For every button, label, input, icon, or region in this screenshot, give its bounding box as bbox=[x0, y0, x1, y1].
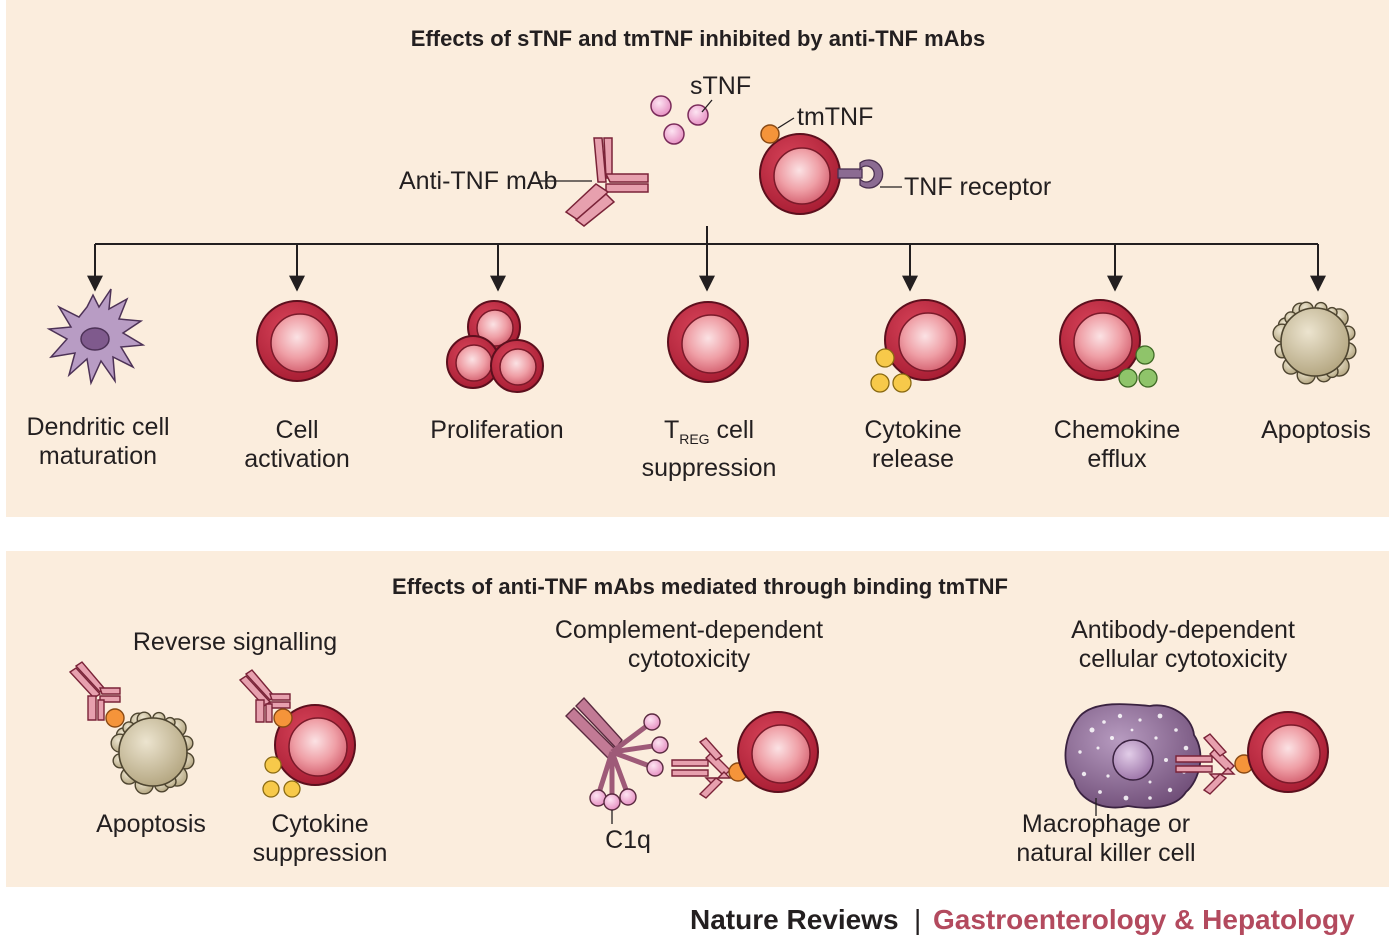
effect-label-line: maturation bbox=[38, 442, 158, 470]
chemokine bbox=[1135, 345, 1155, 365]
effect-label-line: Chemokine bbox=[1053, 416, 1181, 444]
footer-journal-family: Nature Reviews bbox=[690, 904, 899, 935]
treg-rest: cell bbox=[709, 416, 755, 444]
effect-label-line: activation bbox=[244, 445, 350, 473]
antibody-label: Anti-TNF mAb bbox=[399, 167, 558, 195]
effect-label-activation: Cell activation bbox=[244, 416, 350, 474]
apoptotic-body bbox=[1280, 307, 1350, 377]
effect-label-line: TREG cell bbox=[642, 416, 777, 454]
cytokine-suppression-cell bbox=[262, 704, 356, 798]
effect-label-line: suppression bbox=[641, 454, 777, 482]
chemokine-cell bbox=[1059, 299, 1158, 388]
top-panel bbox=[6, 0, 1389, 517]
label-line: Complement-dependent bbox=[554, 616, 824, 644]
reverse-antibody-2 bbox=[238, 669, 291, 723]
cytokine bbox=[262, 780, 280, 798]
cdc-antibody bbox=[671, 737, 732, 799]
tnf-receptor bbox=[837, 159, 884, 189]
effect-label-line: Apoptosis bbox=[1261, 416, 1371, 444]
adcc-heading: Antibody-dependent cellular cytotoxicity bbox=[1071, 616, 1295, 674]
receptor-label: TNF receptor bbox=[904, 173, 1052, 201]
c1q-label: C1q bbox=[605, 826, 651, 854]
effect-arrows bbox=[87, 244, 1326, 292]
apoptotic-body bbox=[118, 717, 188, 787]
footer-separator: | bbox=[914, 904, 922, 935]
cdc-target-cell bbox=[737, 711, 819, 793]
apoptotic-cell bbox=[1272, 301, 1357, 385]
cytokine-releasing-cell bbox=[870, 299, 966, 393]
cdc-heading: Complement-dependent cytotoxicity bbox=[555, 616, 823, 674]
tmtnf-label: tmTNF bbox=[797, 103, 874, 131]
treg-t: T bbox=[663, 416, 680, 444]
branch-arrows bbox=[95, 226, 1318, 245]
stnf-molecule bbox=[663, 123, 685, 145]
tmtnf-molecule bbox=[105, 708, 125, 728]
effect-label-line: efflux bbox=[1087, 445, 1147, 473]
effect-label-line: Cytokine bbox=[864, 416, 962, 444]
reverse-apoptosis-label: Apoptosis bbox=[96, 810, 206, 838]
cytokine bbox=[264, 756, 282, 774]
apoptotic-cell-reverse bbox=[110, 711, 195, 795]
reverse-antibody-1 bbox=[68, 661, 121, 721]
effect-label-dendritic: Dendritic cell maturation bbox=[26, 413, 169, 471]
effect-label-cytokine: Cytokine release bbox=[864, 416, 961, 474]
stnf-molecule bbox=[650, 95, 672, 117]
tmtnf-molecule bbox=[273, 708, 293, 728]
top-panel-title: Effects of sTNF and tmTNF inhibited by a… bbox=[410, 26, 986, 51]
cytokine bbox=[870, 373, 890, 393]
proliferating-cells bbox=[446, 300, 544, 393]
label-line: cytotoxicity bbox=[627, 645, 751, 673]
tmtnf-cell bbox=[759, 117, 902, 215]
effect-label-line: release bbox=[871, 445, 954, 473]
adcc-antibody bbox=[1175, 733, 1236, 795]
effector-cell-label: Macrophage or natural killer cell bbox=[1016, 810, 1195, 868]
effect-label-line: Cell bbox=[275, 416, 319, 444]
anti-tnf-antibody bbox=[540, 137, 649, 227]
tmtnf-molecule bbox=[760, 124, 780, 144]
stnf-molecules bbox=[650, 95, 713, 145]
chemokine bbox=[1118, 368, 1138, 388]
treg-subscript: REG bbox=[679, 431, 710, 447]
reverse-cytokine-label: Cytokine suppression bbox=[253, 810, 388, 868]
cytokine bbox=[283, 780, 301, 798]
label-line: suppression bbox=[252, 839, 388, 867]
reverse-signalling-heading: Reverse signalling bbox=[132, 628, 338, 656]
effect-label-line: Proliferation bbox=[430, 416, 564, 444]
chemokine bbox=[1138, 368, 1158, 388]
label-line: cellular cytotoxicity bbox=[1078, 645, 1288, 673]
label-line: Cytokine bbox=[271, 810, 369, 838]
c1q-complex bbox=[565, 696, 669, 811]
cytokine bbox=[875, 348, 895, 368]
stnf-label: sTNF bbox=[690, 72, 752, 100]
label-line: Macrophage or bbox=[1021, 810, 1191, 838]
effect-label-treg: TREG cell suppression bbox=[642, 416, 777, 483]
effect-label-apoptosis: Apoptosis bbox=[1261, 416, 1371, 445]
dendritic-cell bbox=[46, 288, 146, 386]
treg-cell bbox=[667, 301, 749, 383]
macrophage bbox=[1064, 703, 1202, 809]
effect-label-proliferation: Proliferation bbox=[430, 416, 563, 445]
activated-cell bbox=[256, 300, 338, 382]
effect-label-chemokine: Chemokine efflux bbox=[1054, 416, 1180, 474]
adcc-target-cell bbox=[1247, 711, 1329, 793]
cytokine bbox=[892, 373, 912, 393]
bottom-panel-title: Effects of anti-TNF mAbs mediated throug… bbox=[392, 574, 1008, 599]
label-line: natural killer cell bbox=[1016, 839, 1196, 867]
label-line: Antibody-dependent bbox=[1071, 616, 1295, 644]
effect-label-line: Dendritic cell bbox=[26, 413, 170, 441]
footer-journal: Gastroenterology & Hepatology bbox=[933, 904, 1355, 935]
